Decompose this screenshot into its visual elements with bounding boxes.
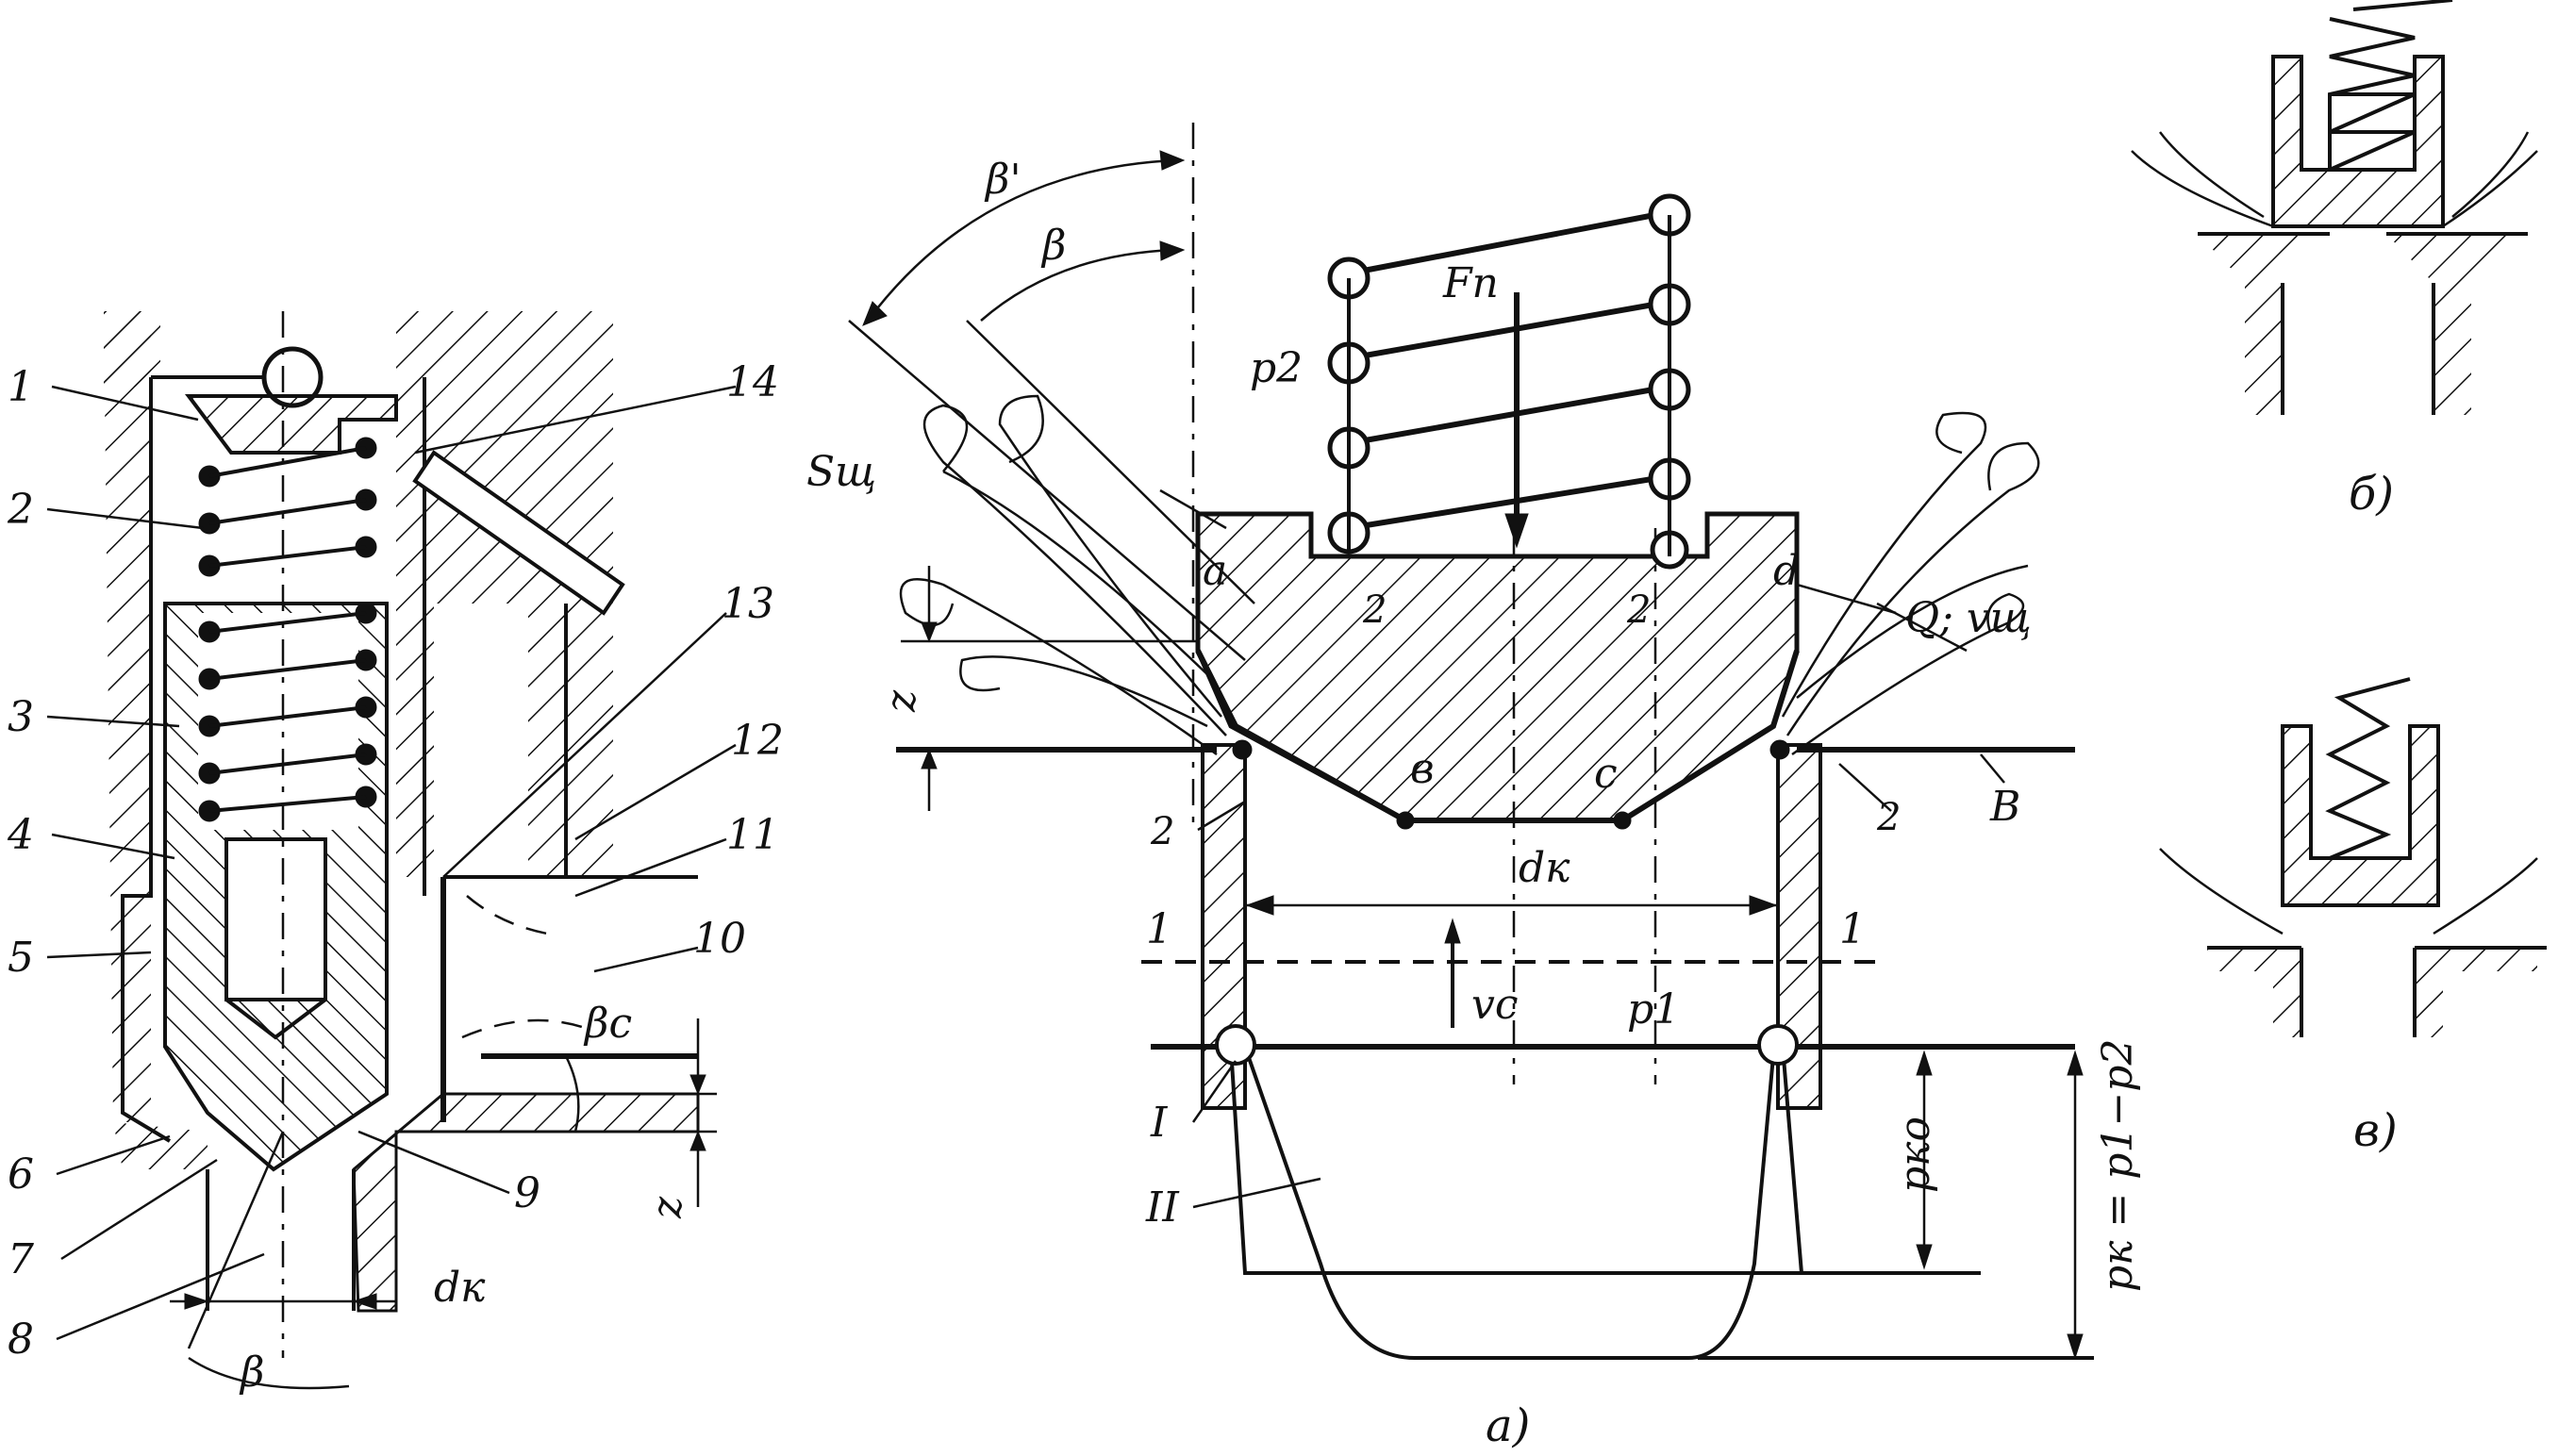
caption-a: a) xyxy=(1486,1399,1530,1452)
label-1: 1 xyxy=(8,363,34,411)
label-5: 5 xyxy=(8,934,34,982)
label-d: d xyxy=(1773,547,1800,595)
seat-left xyxy=(113,1122,208,1169)
label-1-left: 1 xyxy=(1146,905,1172,953)
label-pko: pко xyxy=(1891,1117,1939,1193)
label-b-upper: B xyxy=(1989,783,2020,831)
label-pk: pк = p1−p2 xyxy=(2094,1039,2142,1292)
label-beta-c: βc xyxy=(583,1000,632,1048)
label-beta-left: β xyxy=(239,1348,264,1397)
left-valve-section xyxy=(46,311,737,1390)
flow-jets-left xyxy=(899,394,1227,756)
label-13: 13 xyxy=(722,580,774,628)
label-8: 8 xyxy=(8,1315,34,1364)
left-labels: 1 2 3 4 5 6 7 8 9 10 11 12 13 14 βc z dк… xyxy=(7,358,784,1397)
piston-bore xyxy=(224,837,327,1001)
label-2-d: 2 xyxy=(1876,796,1901,839)
label-6: 6 xyxy=(8,1150,34,1199)
housing-top-left xyxy=(104,311,160,387)
valve-disc xyxy=(1195,511,1800,823)
label-14: 14 xyxy=(726,358,779,406)
label-9: 9 xyxy=(514,1169,540,1217)
label-2-b: 2 xyxy=(1626,588,1651,632)
lower-spring xyxy=(198,602,377,822)
label-b: в xyxy=(1410,745,1435,793)
variant-c: в) xyxy=(2159,677,2547,1157)
label-2-a: 2 xyxy=(1362,588,1387,632)
label-4: 4 xyxy=(7,811,34,859)
label-dk-center: dк xyxy=(1519,844,1570,892)
label-s: Sщ xyxy=(806,448,876,496)
variant-b: б) xyxy=(2131,0,2538,521)
label-10: 10 xyxy=(693,915,746,963)
label-vc: vc xyxy=(1471,981,1519,1029)
label-fn: Fп xyxy=(1442,259,1499,307)
housing-right xyxy=(396,311,613,877)
label-2: 2 xyxy=(7,486,34,534)
label-1-right: 1 xyxy=(1839,905,1866,953)
label-7: 7 xyxy=(8,1235,34,1283)
seat-body xyxy=(352,1092,700,1313)
housing-left xyxy=(104,311,151,1122)
label-11: 11 xyxy=(726,811,779,859)
label-beta-center: β xyxy=(1040,222,1066,270)
compression-spring xyxy=(1327,193,1691,570)
channel-14 xyxy=(412,450,625,616)
label-2-c: 2 xyxy=(1150,810,1174,853)
center-valve-section xyxy=(848,123,2094,1360)
caption-c: в) xyxy=(2353,1104,2398,1157)
label-q: Q; vщ xyxy=(1905,594,2032,642)
label-p2: p2 xyxy=(1250,344,1303,392)
label-c: c xyxy=(1594,750,1618,798)
point-left-bottom xyxy=(1215,1024,1256,1066)
label-12: 12 xyxy=(731,717,784,765)
upper-spring xyxy=(198,437,377,577)
label-dk-left: dк xyxy=(434,1264,486,1312)
label-z-left: z xyxy=(643,1196,691,1219)
label-ii: II xyxy=(1145,1183,1180,1232)
label-beta-prime: β' xyxy=(984,156,1022,204)
label-z-center: z xyxy=(877,689,925,713)
label-a: a xyxy=(1203,547,1227,595)
label-i: I xyxy=(1150,1099,1169,1147)
caption-b: б) xyxy=(2349,468,2394,521)
point-right-bottom xyxy=(1757,1024,1799,1066)
label-p1: p1 xyxy=(1627,985,1680,1034)
flow-jets-right xyxy=(1781,411,2040,756)
label-3: 3 xyxy=(8,693,34,741)
center-labels: β' β Fп p2 Sщ a d в c Q; vщ z dк 1 1 2 2… xyxy=(806,156,2142,1452)
